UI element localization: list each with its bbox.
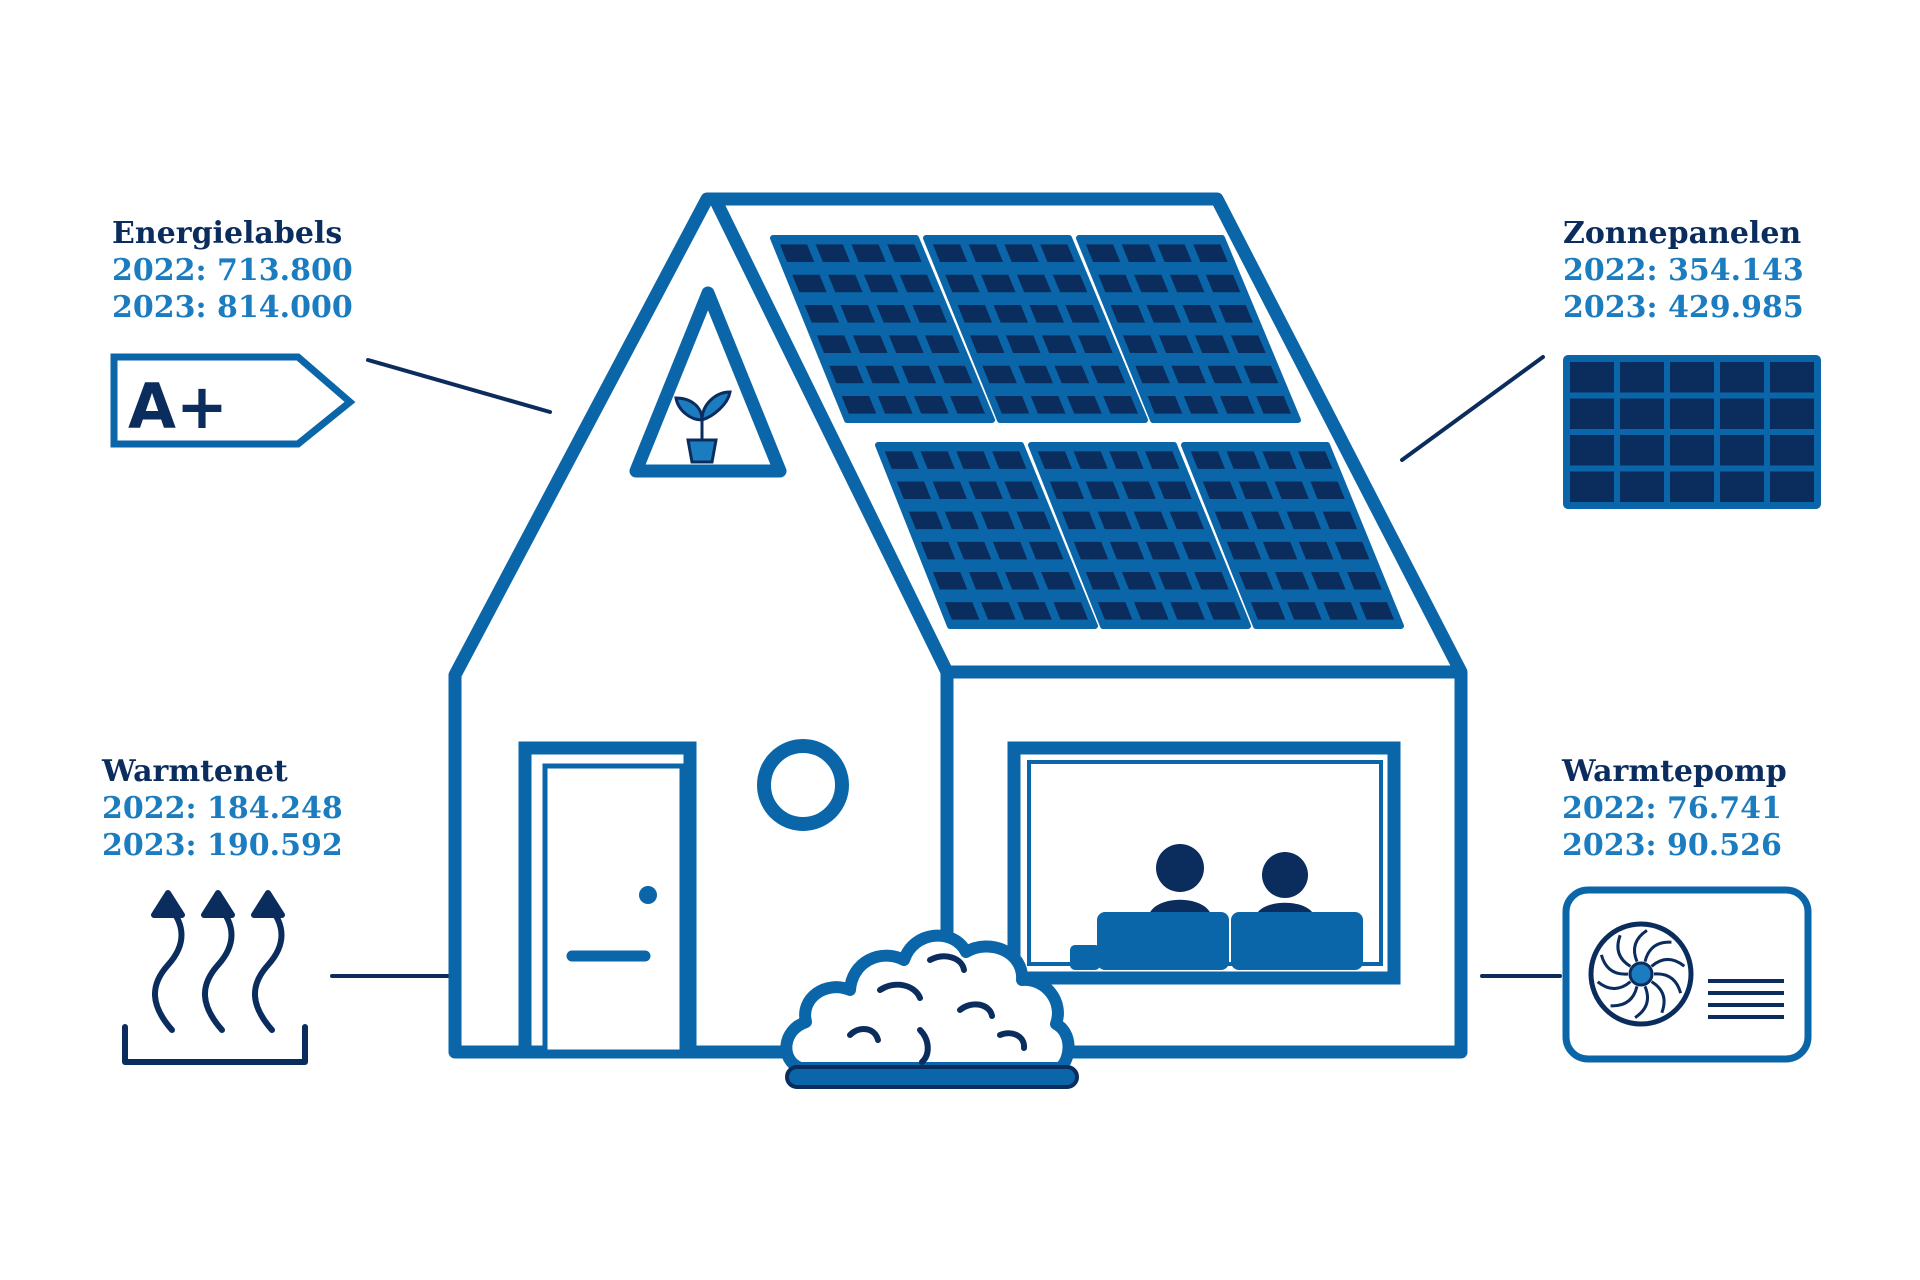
label-warmtepomp: Warmtepomp 2022: 76.741 2023: 90.526 xyxy=(1562,753,1787,864)
stat-2022: 2022: 76.741 xyxy=(1562,791,1782,826)
round-window-icon xyxy=(757,739,849,831)
heat-pump-icon xyxy=(1562,886,1812,1063)
label-energielabels: Energielabels 2022: 713.800 2023: 814.00… xyxy=(112,215,353,326)
energy-label-text: A+ xyxy=(128,370,228,443)
connector-lines xyxy=(330,355,1562,978)
roof-solar-panels-icon xyxy=(770,235,1404,629)
bush-icon xyxy=(780,929,1079,1089)
stat-2023: 2023: 90.526 xyxy=(1562,828,1782,863)
stat-2023: 2023: 190.592 xyxy=(102,828,343,863)
connector-energielabels xyxy=(366,358,552,414)
door-icon xyxy=(518,741,697,1059)
stat-2023: 2023: 429.985 xyxy=(1563,290,1804,325)
people-on-couch-icon xyxy=(1007,741,1401,985)
label-title: Warmtenet xyxy=(102,754,288,789)
label-title: Zonnepanelen xyxy=(1563,216,1802,251)
label-title: Warmtepomp xyxy=(1562,754,1787,789)
label-zonnepanelen: Zonnepanelen 2022: 354.143 2023: 429.985 xyxy=(1563,215,1804,326)
stat-2022: 2022: 713.800 xyxy=(112,253,353,288)
label-warmtenet: Warmtenet 2022: 184.248 2023: 190.592 xyxy=(102,753,343,864)
energy-label-icon: A+ xyxy=(110,353,356,448)
stat-2022: 2022: 354.143 xyxy=(1563,253,1804,288)
plant-icon xyxy=(674,390,732,464)
heat-network-icon xyxy=(122,890,308,1065)
stat-2022: 2022: 184.248 xyxy=(102,791,343,826)
connector-zonnepanelen xyxy=(1400,355,1545,462)
label-title: Energielabels xyxy=(112,216,343,251)
stat-2023: 2023: 814.000 xyxy=(112,290,353,325)
solar-panel-icon xyxy=(1563,355,1821,509)
house-icon xyxy=(448,192,1468,1089)
